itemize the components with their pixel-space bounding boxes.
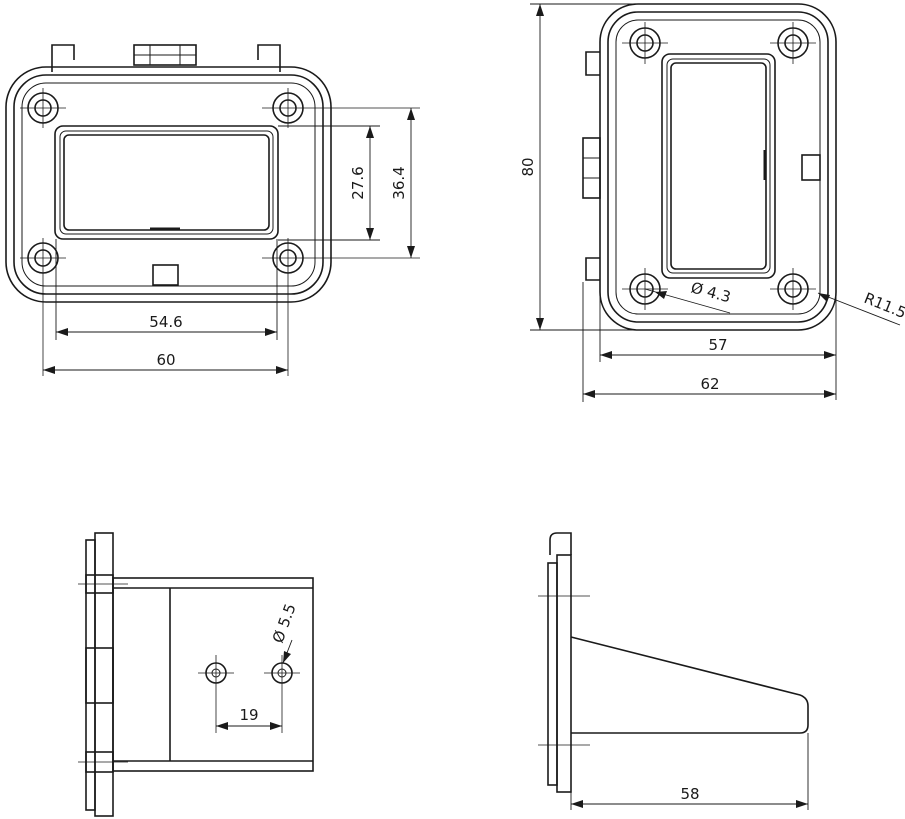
- front-view-mounting-hole-bl: [20, 238, 66, 376]
- dim-label-57: 57: [708, 336, 727, 354]
- bottom-left-view-hinge-middle: [85, 647, 114, 704]
- bottom-right-view-back-plate: [556, 554, 572, 793]
- dim-label-hole-5-5: Ø 5.5: [269, 601, 300, 645]
- side-view: 80 Ø 4.3 R11.5 57 62: [519, 3, 905, 402]
- dim-label-corner-radius: R11.5: [862, 289, 905, 322]
- bottom-right-view: 58: [538, 532, 809, 810]
- front-view-window-outer: [54, 125, 279, 240]
- bottom-left-view: Ø 5.5 19: [78, 532, 314, 817]
- side-view-window-outer: [661, 53, 776, 279]
- dim-label-62: 62: [700, 375, 719, 393]
- side-view-right-slot: [801, 154, 821, 181]
- side-view-mounting-hole-tl: [622, 22, 668, 64]
- dim-label-80: 80: [519, 157, 537, 176]
- front-view-bottom-slot: [152, 264, 179, 286]
- side-view-window-inner: [670, 62, 767, 270]
- side-view-window-rim: [666, 58, 771, 274]
- bottom-left-view-hole-right: [264, 655, 300, 733]
- front-view-top-tab-left: [51, 44, 75, 72]
- side-view-mounting-hole-tr: [770, 22, 816, 64]
- bottom-left-view-hole-left: [198, 655, 234, 733]
- side-view-side-clip: [582, 137, 601, 199]
- dim-label-60: 60: [156, 351, 175, 369]
- dim-label-54-6: 54.6: [149, 313, 182, 331]
- dim-leader-corner-radius: [817, 292, 901, 326]
- side-view-inner-body: [607, 11, 829, 323]
- front-view-mounting-hole-tl: [20, 88, 66, 128]
- side-view-outer-body: [599, 3, 837, 331]
- dim-label-27-6: 27.6: [349, 166, 367, 199]
- front-view-inner-frame: [21, 82, 316, 287]
- front-view-mounting-hole-tr: [262, 88, 420, 128]
- bottom-right-view-top-cap: [549, 532, 572, 555]
- front-view-window-inner: [63, 134, 270, 231]
- front-view-top-tab-right: [257, 44, 281, 72]
- side-view-tab-bottom: [585, 257, 600, 281]
- dim-label-hole-diameter: Ø 4.3: [689, 278, 733, 306]
- dim-label-19: 19: [239, 706, 258, 724]
- side-view-mounting-hole-br: [770, 268, 816, 310]
- bottom-right-view-wedge-bracket: [570, 636, 809, 734]
- side-view-tab-top: [585, 51, 600, 76]
- dim-label-58: 58: [680, 785, 699, 803]
- bottom-left-view-bracket-body: [112, 577, 314, 772]
- dim-label-36-4: 36.4: [390, 166, 408, 199]
- front-view-inner-body: [13, 74, 324, 295]
- side-view-inner-frame: [615, 19, 821, 315]
- front-view-outer-body: [5, 66, 332, 303]
- front-view-window-rim: [59, 130, 274, 235]
- front-view: 27.6 36.4 54.6 60: [5, 44, 420, 376]
- front-view-mounting-hole-br: [262, 238, 420, 376]
